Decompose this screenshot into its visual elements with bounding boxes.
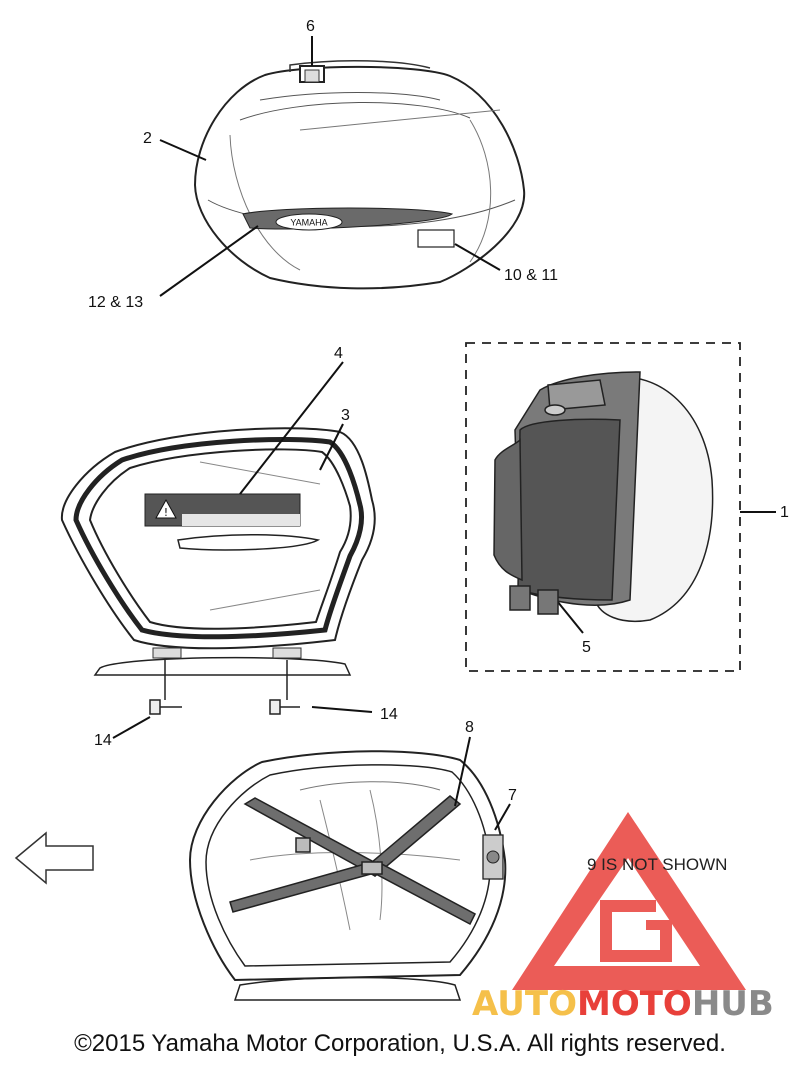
label-10-11 (417, 229, 455, 248)
watermark-moto: MOTO (577, 984, 692, 1024)
warning-triangle-icon (155, 498, 177, 519)
callout-4: 4 (334, 345, 343, 362)
watermark-hub: HUB (692, 984, 774, 1024)
automotohub-watermark (512, 812, 746, 990)
callout-6: 6 (306, 18, 315, 35)
callout-14-right: 14 (380, 706, 398, 723)
rivets (149, 660, 300, 715)
not-shown-note: 9 IS NOT SHOWN (587, 855, 727, 874)
callout-lines-bottom (454, 736, 511, 831)
callout-12-13: 12 & 13 (88, 294, 143, 311)
yamaha-emblem: YAMAHA (290, 218, 327, 228)
saddlebag-shell: YAMAHA (193, 59, 526, 290)
callout-14-left: 14 (94, 732, 112, 749)
copyright-text: ©2015 Yamaha Motor Corporation, U.S.A. A… (74, 1030, 726, 1057)
callout-8: 8 (465, 719, 474, 736)
callout-1: 1 (780, 504, 789, 521)
callout-3: 3 (341, 407, 350, 424)
watermark-auto: AUTO (472, 984, 577, 1024)
callout-2: 2 (143, 130, 152, 147)
front-direction-arrow-icon (14, 831, 94, 885)
watermark-text: AUTOMOTOHUB (472, 984, 774, 1024)
callout-5: 5 (582, 639, 591, 656)
assembly-box (465, 342, 741, 672)
callout-10-11: 10 & 11 (504, 267, 558, 284)
straps (229, 795, 476, 926)
callout-7: 7 (508, 787, 517, 804)
svg-text:!: ! (164, 506, 168, 519)
callout-lines-top (159, 36, 501, 297)
saddlebag-assembly (493, 371, 714, 622)
saddlebag-lid-inner: ! (60, 427, 376, 676)
